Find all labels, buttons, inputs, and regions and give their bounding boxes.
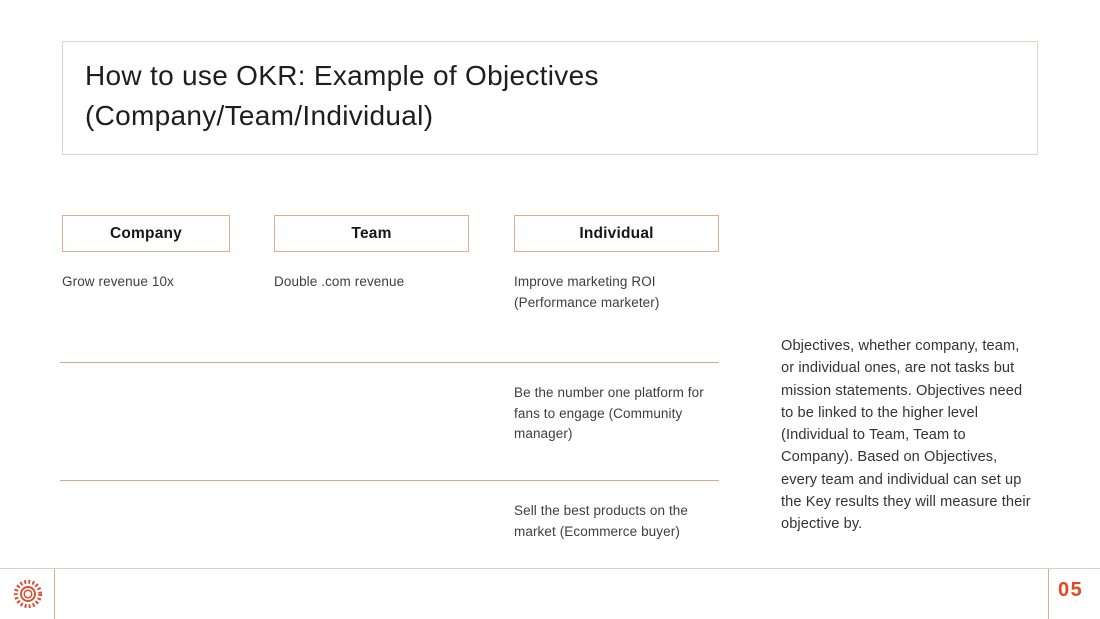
objectives-note: Objectives, whether company, team, or in… <box>781 338 1031 533</box>
column-header-team-label: Team <box>351 224 392 242</box>
page-title: How to use OKR: Example of Objectives (C… <box>85 56 599 136</box>
objective-team-1: Double .com revenue <box>274 274 405 289</box>
page-title-line1: How to use OKR: Example of Objectives <box>85 60 599 91</box>
footer-divider <box>0 568 1100 569</box>
footer-right-separator <box>1048 569 1049 619</box>
column-header-team: Team <box>274 215 469 252</box>
column-header-individual-label: Individual <box>579 224 654 242</box>
objective-company-1: Grow revenue 10x <box>62 274 174 289</box>
objective-individual-2: Be the number one platform for fans to e… <box>514 385 704 441</box>
row-divider-2 <box>60 480 719 481</box>
objective-individual-1: Improve marketing ROI (Performance marke… <box>514 274 660 310</box>
column-header-company-label: Company <box>109 224 183 242</box>
footer-left-separator <box>54 569 55 619</box>
column-header-company: Company <box>62 215 230 252</box>
page-title-line2: (Company/Team/Individual) <box>85 100 434 131</box>
column-header-individual: Individual <box>514 215 719 252</box>
sun-emblem-logo-icon <box>13 579 43 609</box>
objective-individual-3: Sell the best products on the market (Ec… <box>514 503 689 539</box>
row-divider-1 <box>60 362 719 363</box>
page-number: 05 <box>1058 579 1084 601</box>
title-box: How to use OKR: Example of Objectives (C… <box>62 41 1038 155</box>
